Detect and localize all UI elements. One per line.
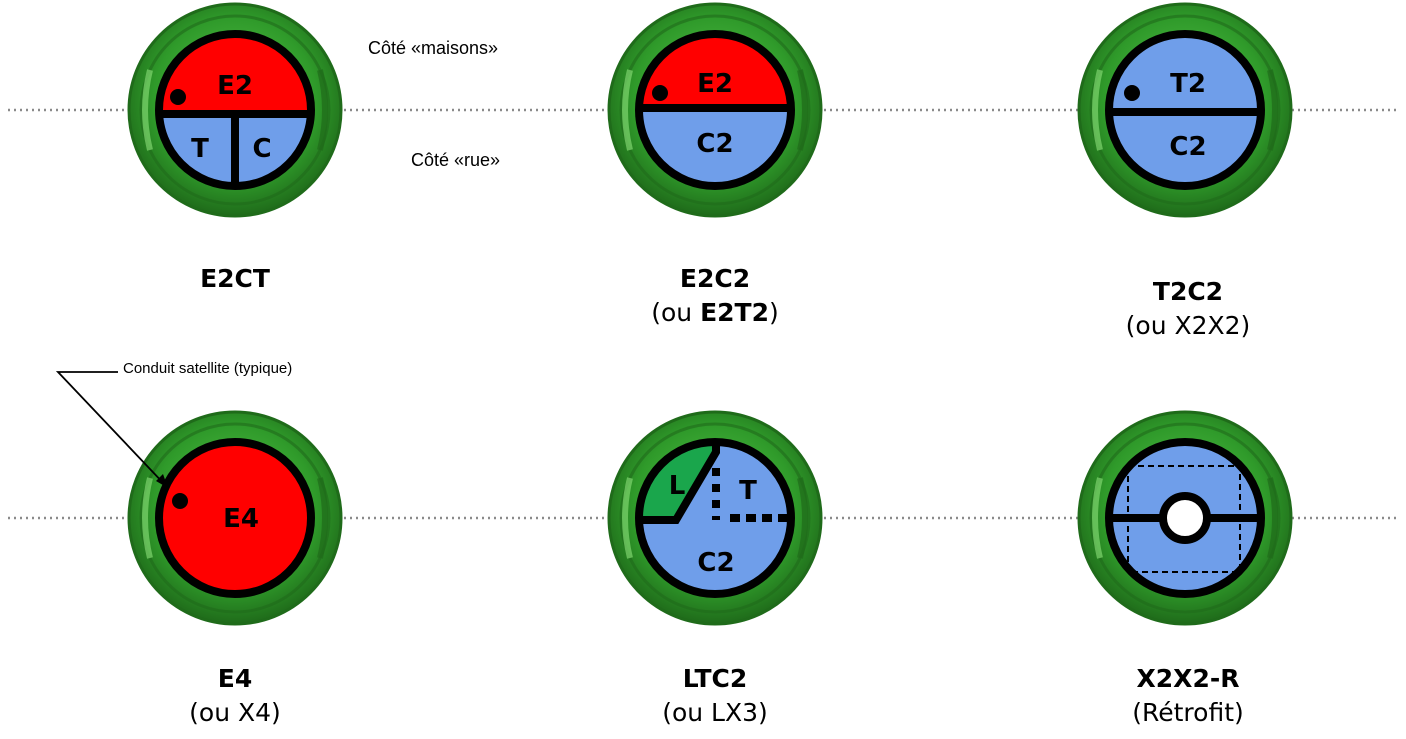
unit-alt-name: (Rétrofit) bbox=[1132, 698, 1244, 727]
unit-x2x2r-diagram bbox=[1077, 410, 1293, 626]
compartment-label: T2 bbox=[1170, 69, 1206, 99]
caption-e2c2: E2C2 (ou E2T2) bbox=[565, 262, 865, 330]
satellite-conduit-dot bbox=[170, 89, 186, 105]
side-note-houses: Côté «maisons» bbox=[368, 38, 499, 58]
compartment-label: C2 bbox=[697, 548, 734, 578]
unit-name: LTC2 bbox=[682, 664, 748, 693]
satellite-conduit-dot bbox=[652, 85, 668, 101]
compartment-label: E2 bbox=[217, 71, 253, 101]
caption-ltc2: LTC2 (ou LX3) bbox=[565, 662, 865, 730]
compartment-label: C2 bbox=[696, 129, 733, 159]
caption-t2c2: T2C2 (ou X2X2) bbox=[1038, 275, 1338, 343]
caption-x2x2r: X2X2-R (Rétrofit) bbox=[1038, 662, 1338, 730]
arrow-head bbox=[156, 474, 168, 488]
caption-e2ct: E2CT bbox=[85, 262, 385, 296]
satellite-conduit-dot bbox=[1124, 85, 1140, 101]
unit-name: E2C2 bbox=[679, 264, 751, 293]
satellite-note: Conduit satellite (typique) bbox=[123, 360, 293, 377]
unit-name: T2C2 bbox=[1152, 277, 1224, 306]
unit-alt-name: (ou E2T2) bbox=[651, 298, 779, 327]
compartment-label: L bbox=[669, 471, 686, 501]
side-note-street: Côté «rue» bbox=[411, 150, 501, 170]
satellite-callout-arrow bbox=[55, 371, 169, 489]
compartment-label: E4 bbox=[223, 504, 259, 534]
unit-e2c2-diagram: E2 C2 bbox=[607, 2, 823, 218]
satellite-conduit-dot bbox=[172, 493, 188, 509]
compartment-label: T bbox=[739, 476, 757, 506]
unit-ltc2-diagram: L T C2 bbox=[607, 410, 823, 626]
retrofit-center-hole bbox=[1159, 492, 1211, 544]
unit-alt-name: (ou X4) bbox=[189, 698, 281, 727]
compartment-label: T bbox=[191, 134, 209, 164]
unit-name: E4 bbox=[217, 664, 253, 693]
unit-alt-name: (ou X2X2) bbox=[1125, 311, 1251, 340]
unit-name: E2CT bbox=[200, 264, 270, 293]
caption-e4: E4 (ou X4) bbox=[85, 662, 385, 730]
unit-t2c2-diagram: T2 C2 bbox=[1077, 2, 1293, 218]
compartment-label: E2 bbox=[697, 69, 733, 99]
unit-e2ct-diagram: E2 T C bbox=[127, 2, 343, 218]
unit-name: X2X2-R bbox=[1136, 664, 1240, 693]
unit-alt-name: (ou LX3) bbox=[662, 698, 768, 727]
compartment-label: C bbox=[252, 134, 271, 164]
unit-e4-diagram: E4 bbox=[127, 410, 343, 626]
compartment-label: C2 bbox=[1169, 132, 1206, 162]
